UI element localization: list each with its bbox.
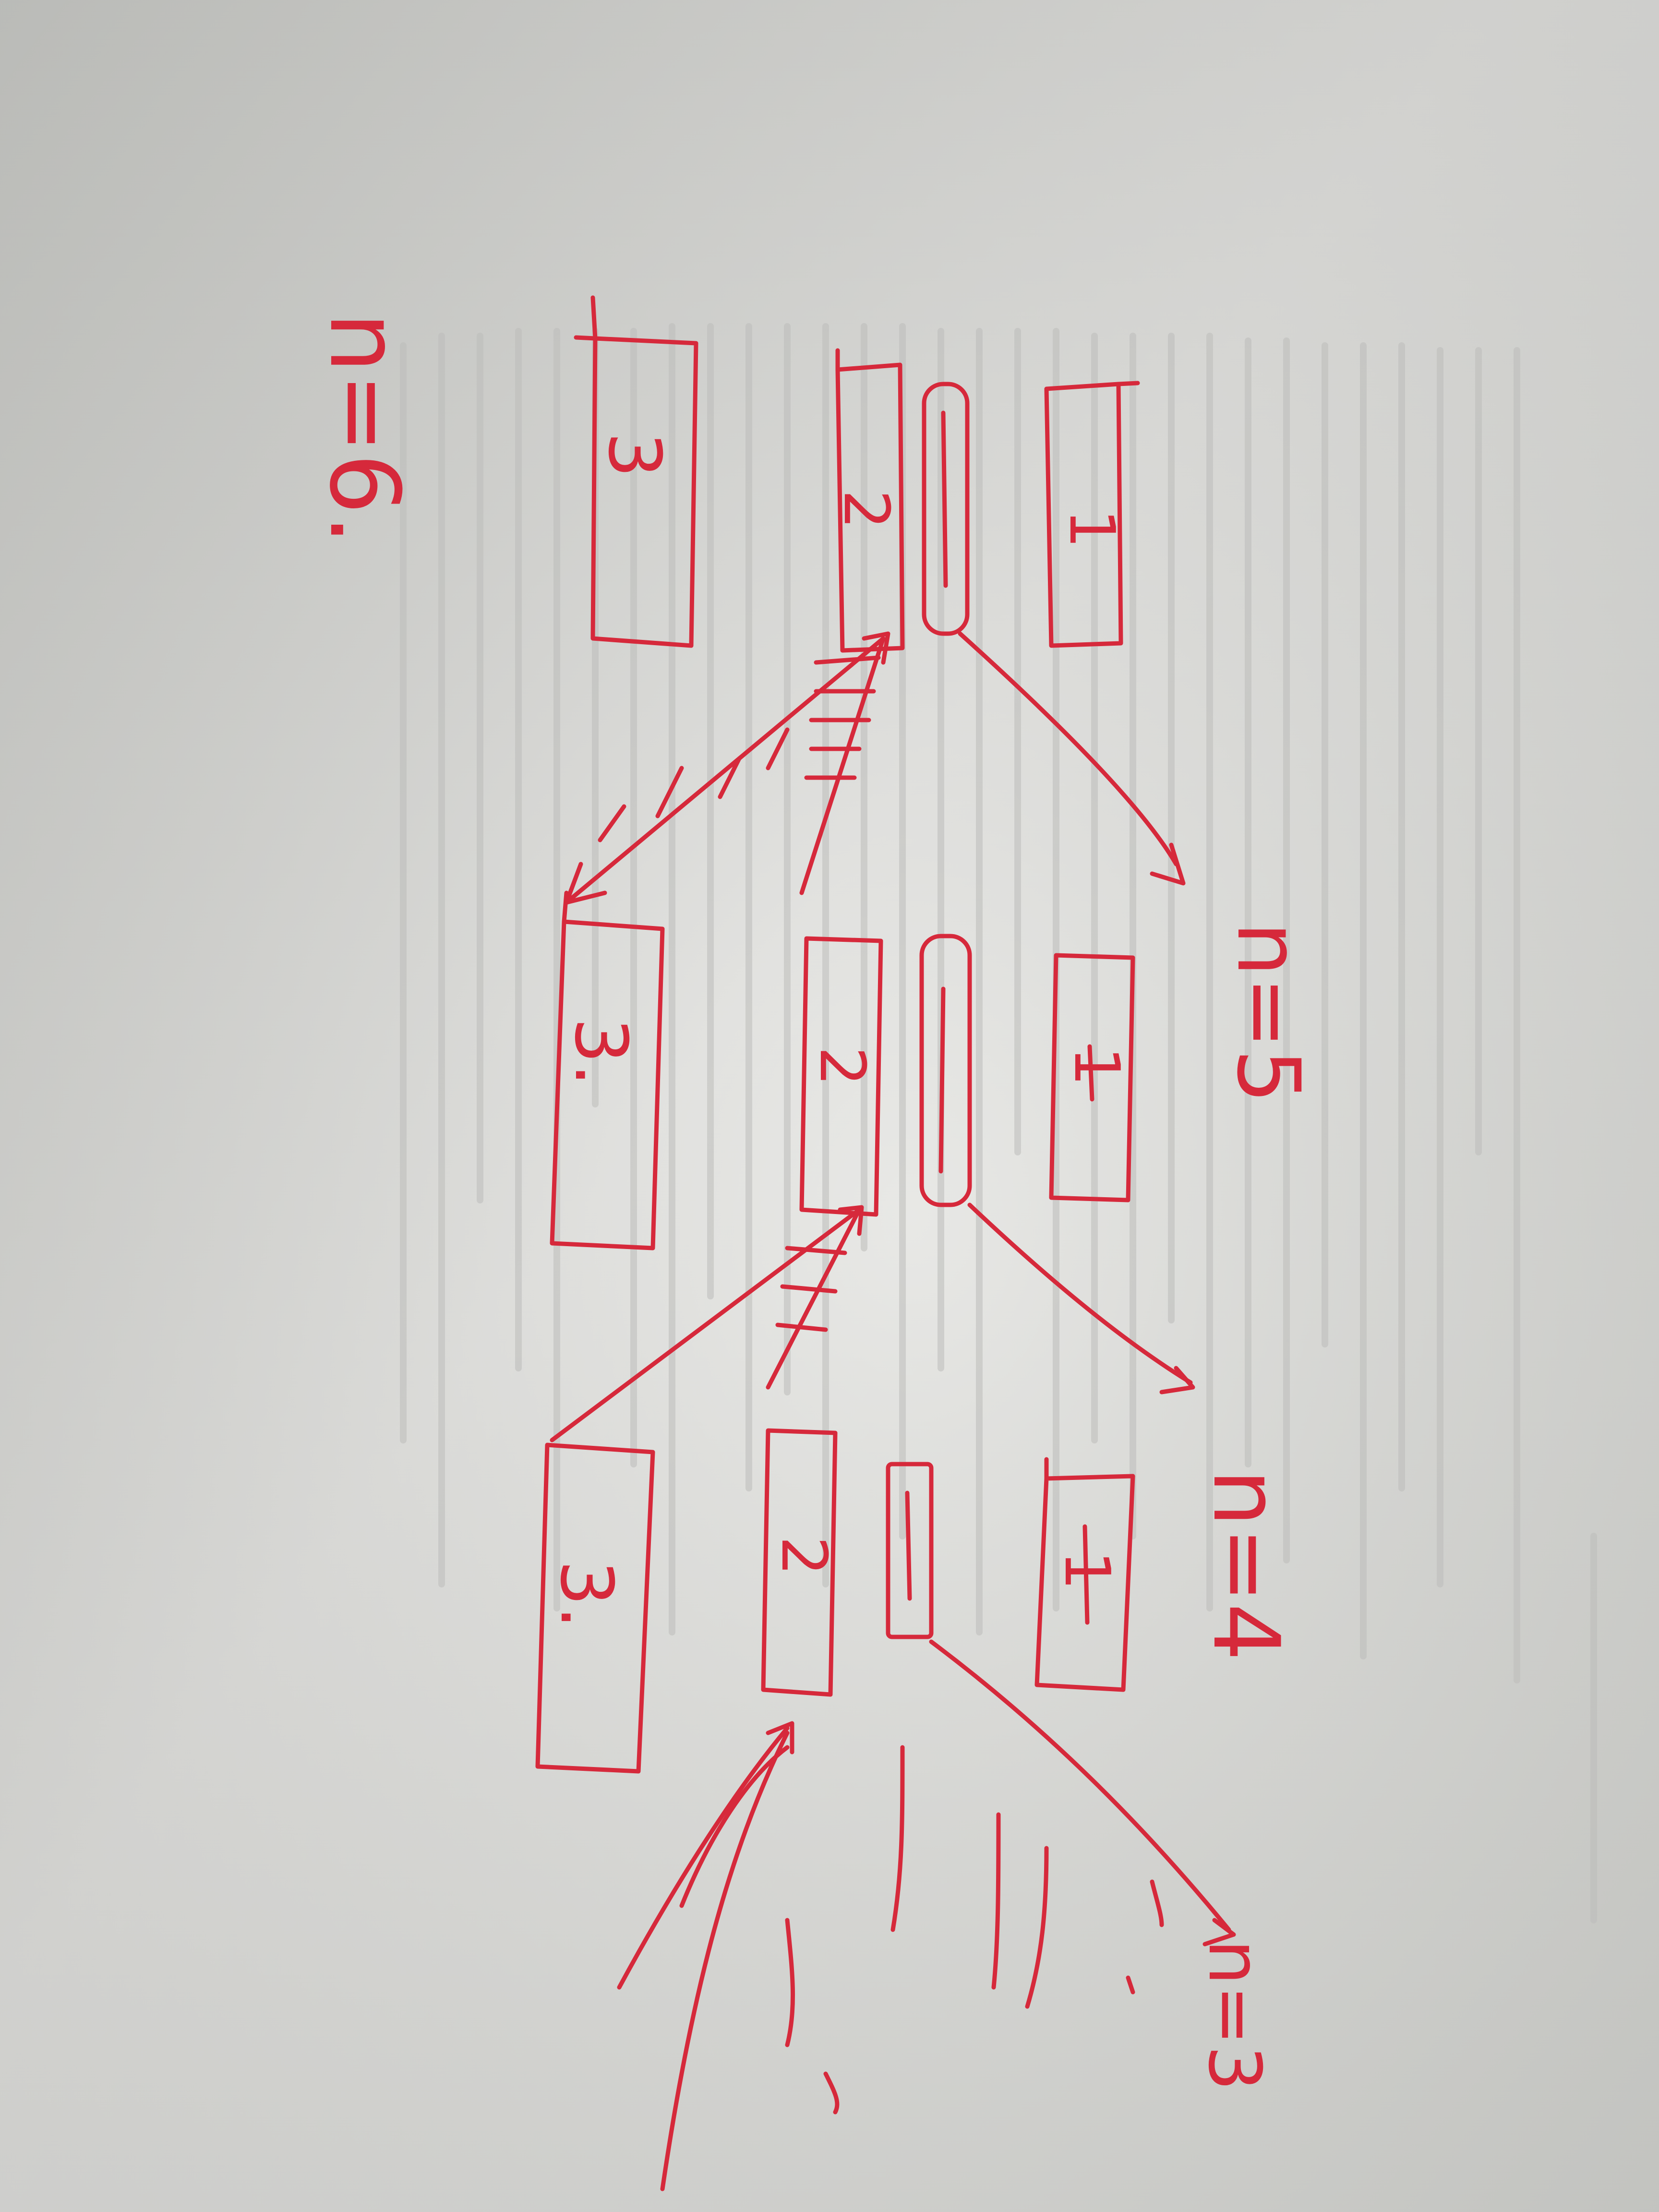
n5-small-pill [919,934,972,1207]
n5-box3-number: 3. [559,1018,642,1086]
labels: n=6. n=5 n=4 n=3 1 2 3 1 2 3. 1 2 3. [308,312,1318,2091]
n6-box2-number: 2 [830,490,903,529]
n5-box1 [1049,953,1135,1202]
n6-arrow-out [564,636,886,905]
n5-box2-number: 2 [806,1046,879,1086]
label-n4: n=4 [1193,1469,1299,1661]
n4-box2 [761,1428,838,1697]
n4-arrow-1 [617,1726,790,1990]
n6-box1-number: 1 [1056,509,1129,549]
show-through-text [400,323,1597,1923]
n6-pointer [958,631,1178,866]
n4-box1-number: 1 [1051,1551,1124,1590]
n6-small-pill [922,382,970,636]
n4-box2-number: 2 [768,1536,841,1576]
n6-scribble [598,727,790,842]
n4-arrow-3 [679,1745,790,1908]
n5-box1-number: 1 [1060,1046,1133,1086]
n4-arrow-2 [660,1731,790,2191]
n6-box1 [1044,382,1123,648]
label-n3: n=3 [1192,1939,1276,2091]
n4-small-pill [886,1462,934,1639]
n5-box3 [550,919,665,1250]
n4-box1 [1034,1474,1135,1692]
n6-arrow-back [799,636,886,895]
n6-box3 [590,336,698,648]
pen-drawing [535,295,1236,2191]
n4-box3 [535,1443,655,1774]
label-n5: n=5 [1218,922,1318,1104]
label-n6: n=6. [308,312,420,545]
n4-box3-number: 3. [544,1560,628,1629]
n4-guide-strokes [785,1745,1164,2115]
n5-hatch [775,1246,847,1332]
n6-box3-number: 3 [592,432,676,478]
n4-pointer [929,1639,1231,1932]
n5-arrow-back [766,1207,862,1390]
n5-pointer [967,1202,1193,1385]
n5-box2 [799,936,883,1217]
n6-hatch [804,655,881,780]
n6-box2 [835,362,905,653]
n6-box1-tick [1116,381,1140,386]
